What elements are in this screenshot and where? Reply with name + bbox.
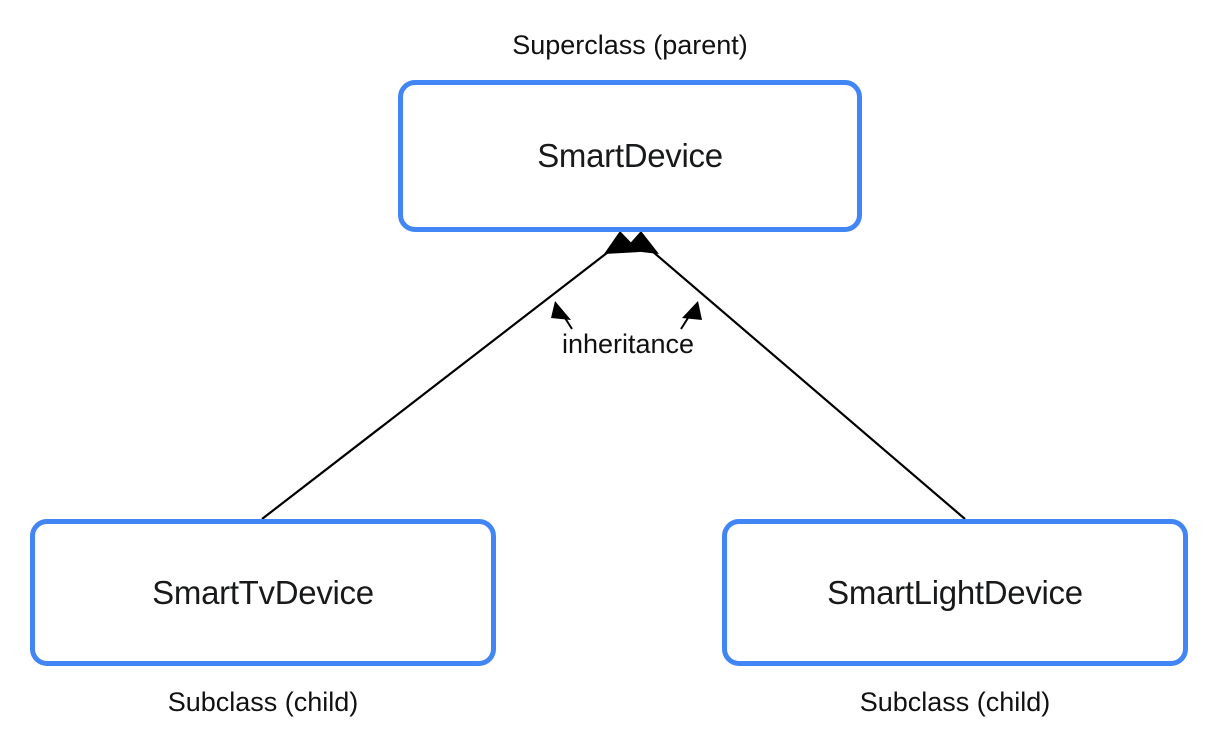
class-name-smartlightdevice: SmartLightDevice [827, 573, 1083, 611]
inheritance-arrow-left [261, 231, 640, 520]
class-box-smartlightdevice[interactable]: SmartLightDevice [722, 519, 1188, 666]
label-pointer-arrow-left [551, 301, 573, 330]
inheritance-arrow-right [624, 231, 966, 520]
inheritance-label: inheritance [561, 329, 695, 359]
class-box-smartdevice[interactable]: SmartDevice [398, 80, 862, 232]
superclass-caption: Superclass (parent) [512, 30, 748, 60]
class-box-smarttvdevice[interactable]: SmartTvDevice [30, 519, 496, 666]
class-name-smarttvdevice: SmartTvDevice [152, 573, 374, 611]
class-name-smartdevice: SmartDevice [537, 137, 723, 174]
subclass-caption-right: Subclass (child) [859, 687, 1051, 717]
label-pointer-arrow-right [680, 301, 702, 330]
subclass-caption-left: Subclass (child) [167, 687, 359, 717]
